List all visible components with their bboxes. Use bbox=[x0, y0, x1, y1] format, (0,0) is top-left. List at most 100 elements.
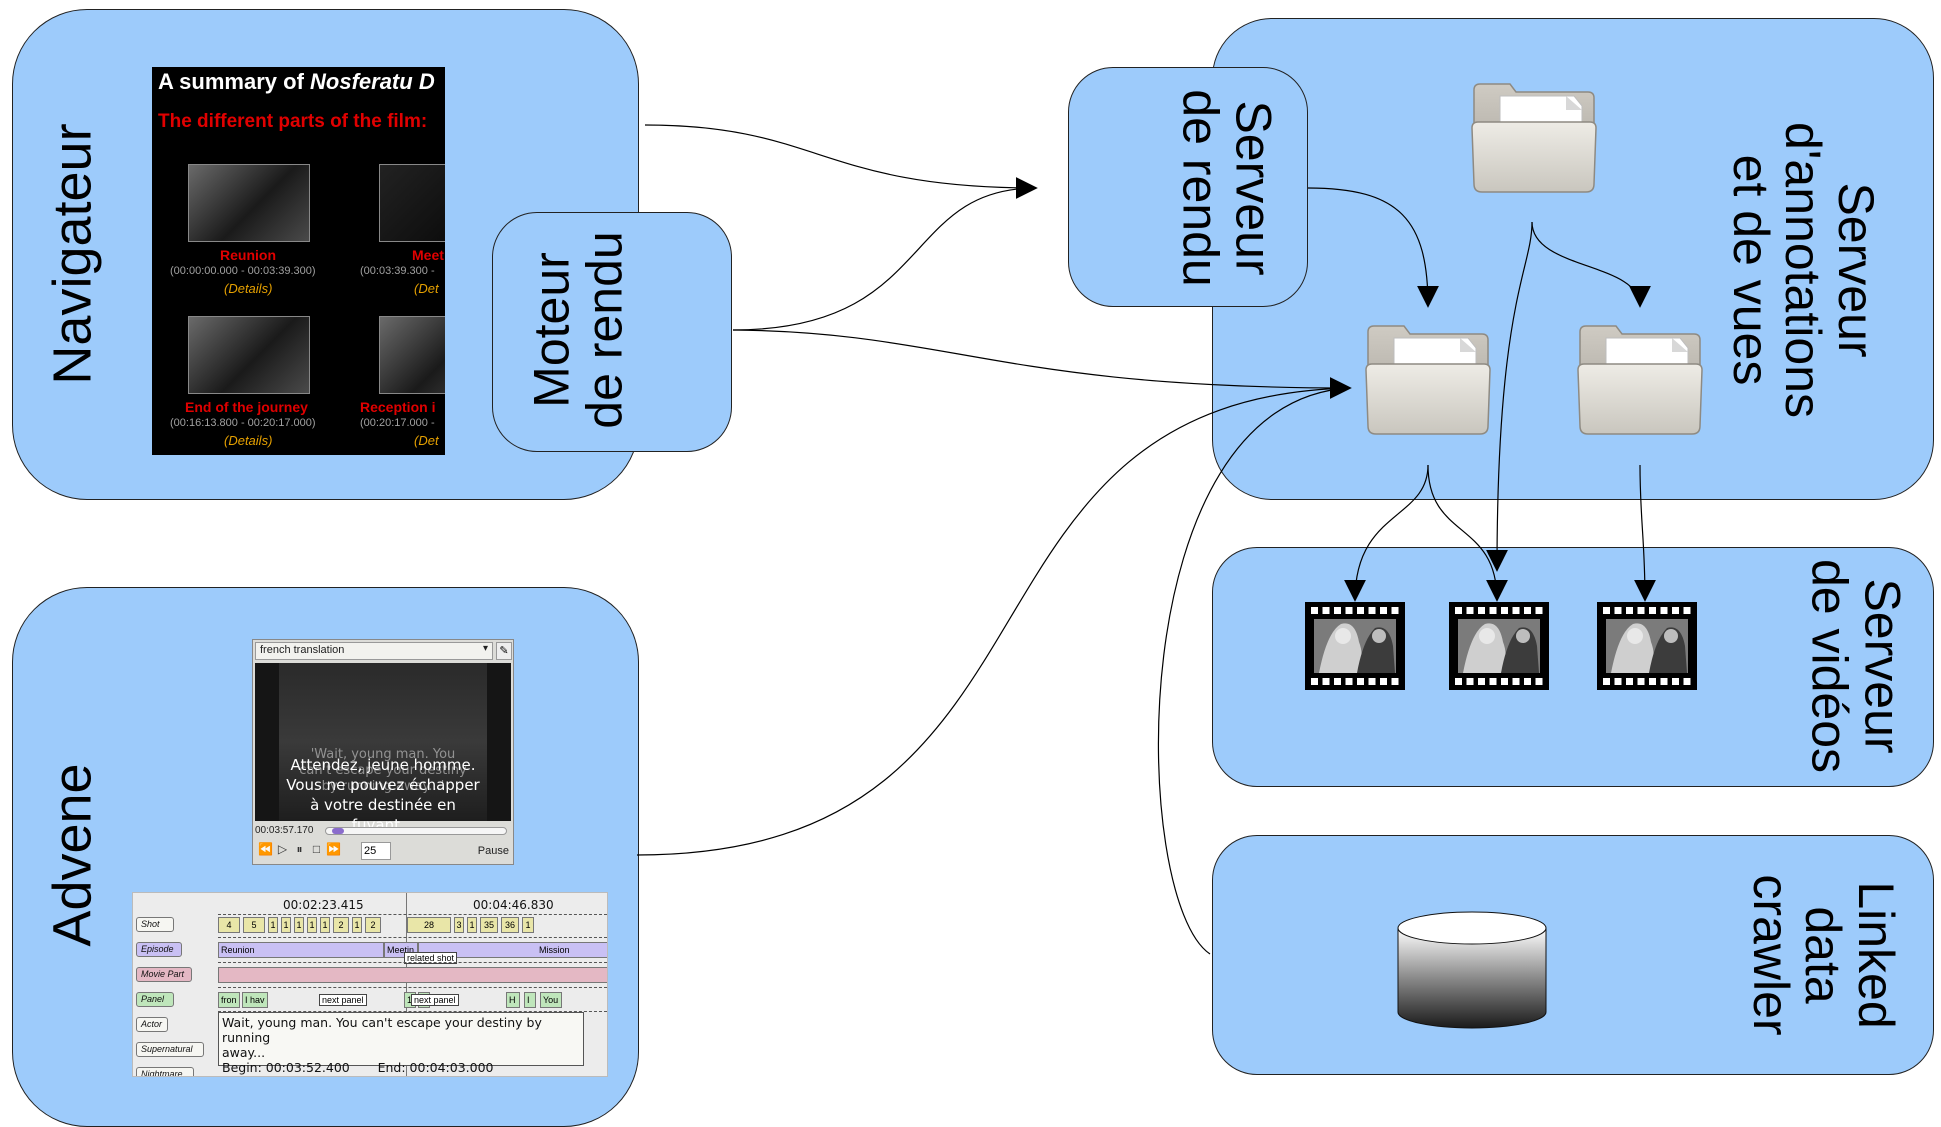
film-sprocket bbox=[1603, 607, 1610, 614]
film-sprocket bbox=[1512, 607, 1520, 614]
episode-segment[interactable]: Reunion bbox=[218, 942, 384, 958]
pause-icon[interactable]: ⏸ bbox=[296, 842, 303, 856]
shot-segment[interactable]: 1 bbox=[320, 917, 330, 933]
film-sprocket bbox=[1334, 678, 1341, 685]
lane-separator bbox=[218, 914, 607, 915]
film-sprocket bbox=[1368, 607, 1376, 614]
type-nightmare[interactable]: Nightmare bbox=[136, 1067, 194, 1076]
thumbnail-end-of-journey[interactable] bbox=[188, 316, 310, 394]
thumbnail-reception[interactable] bbox=[379, 316, 445, 394]
stop-icon[interactable]: □ bbox=[312, 842, 321, 856]
panel-segment[interactable]: H bbox=[506, 992, 520, 1008]
shot-segment[interactable]: 1 bbox=[268, 917, 278, 933]
panel-segment[interactable]: I bbox=[524, 992, 536, 1008]
film-sprocket bbox=[1357, 607, 1364, 614]
panel-segment[interactable]: fron bbox=[218, 992, 240, 1008]
part-time: (00:16:13.800 - 00:20:17.000) bbox=[170, 417, 316, 429]
type-shot[interactable]: Shot bbox=[136, 917, 174, 932]
frame-step-spinner[interactable]: 25 bbox=[361, 842, 391, 860]
panel-segment[interactable]: You bbox=[540, 992, 562, 1008]
slider-knob[interactable] bbox=[332, 828, 344, 834]
play-icon[interactable]: ▷ bbox=[277, 842, 288, 856]
shot-segment[interactable]: 1 bbox=[467, 917, 477, 933]
arrow-folder-to-video1 bbox=[1344, 464, 1429, 602]
arrow-navigateur-to-serveur-rendu bbox=[644, 124, 1038, 199]
shot-segment[interactable]: 28 bbox=[407, 917, 451, 933]
moteur-de-rendu-box bbox=[492, 212, 732, 452]
episode-segment[interactable]: Mission bbox=[418, 942, 607, 958]
film-sprocket bbox=[1380, 678, 1387, 685]
timeline-cursor[interactable] bbox=[406, 893, 407, 1076]
film-sprocket bbox=[1535, 607, 1543, 614]
film-sprocket bbox=[1455, 678, 1462, 685]
arrow-folder-to-video2 bbox=[1486, 221, 1533, 572]
film-sprocket bbox=[1334, 607, 1341, 614]
film-sprocket bbox=[1524, 607, 1531, 614]
shot-segment[interactable]: 1 bbox=[307, 917, 317, 933]
annotation-tooltip: Wait, young man. You can't escape your d… bbox=[218, 1012, 584, 1075]
shot-segment[interactable]: 2 bbox=[365, 917, 381, 933]
film-sprocket bbox=[1380, 607, 1387, 614]
lane-episode: Reunion Meetin Mission bbox=[218, 942, 607, 960]
type-actor[interactable]: Actor bbox=[136, 1017, 168, 1032]
part-details-link[interactable]: (Details) bbox=[224, 281, 273, 296]
annotation-type-dropdown[interactable]: french translation▾ bbox=[255, 642, 493, 660]
film-sprocket bbox=[1626, 607, 1633, 614]
part-name[interactable]: Reception i bbox=[360, 399, 436, 415]
shot-segment[interactable]: 3 bbox=[454, 917, 464, 933]
type-episode[interactable]: Episode bbox=[136, 942, 182, 957]
shot-segment[interactable]: 2 bbox=[333, 917, 349, 933]
movie-part-segment[interactable] bbox=[218, 967, 607, 983]
shot-segment[interactable]: 35 bbox=[480, 917, 498, 933]
lane-separator bbox=[218, 937, 607, 938]
film-sprocket bbox=[1683, 678, 1691, 685]
lane-separator bbox=[218, 987, 607, 988]
film-sprocket bbox=[1368, 678, 1376, 685]
film-sprocket bbox=[1489, 678, 1497, 685]
arrow-folder-to-folder bbox=[1531, 221, 1651, 308]
shot-segment[interactable]: 5 bbox=[243, 917, 265, 933]
part-name[interactable]: Meet bbox=[412, 247, 444, 263]
film-sprocket bbox=[1345, 678, 1353, 685]
advene-label: Advene bbox=[42, 763, 103, 947]
page-title: A summary of Nosferatu D bbox=[158, 69, 435, 94]
forward-icon[interactable]: ⏩ bbox=[326, 842, 341, 856]
shot-segment[interactable]: 1 bbox=[294, 917, 304, 933]
timestamp-marker: 00:04:46.830 bbox=[473, 898, 554, 912]
panel-segment[interactable]: I hav bbox=[242, 992, 268, 1008]
timestamp-marker: 00:02:23.415 bbox=[283, 898, 364, 912]
arrow-crawler-to-folder bbox=[1157, 387, 1351, 955]
rewind-icon[interactable]: ⏪ bbox=[258, 842, 273, 856]
shot-segment[interactable]: 4 bbox=[218, 917, 240, 933]
part-details-link[interactable]: (Det bbox=[414, 281, 439, 296]
part-name[interactable]: Reunion bbox=[220, 247, 276, 263]
thumbnail-reunion[interactable] bbox=[188, 164, 310, 242]
shot-segment[interactable]: 1 bbox=[281, 917, 291, 933]
navigator-screenshot: A summary of Nosferatu D The different p… bbox=[152, 67, 445, 455]
time-display: 00:03:57.170 bbox=[255, 825, 314, 836]
thumbnail-meeting[interactable] bbox=[379, 164, 445, 242]
shot-segment[interactable]: 1 bbox=[522, 917, 534, 933]
type-movie-part[interactable]: Movie Part bbox=[136, 967, 192, 982]
position-slider[interactable] bbox=[325, 827, 507, 835]
folder-icon bbox=[1471, 83, 1597, 193]
arrow-folder-to-video3 bbox=[1633, 464, 1656, 602]
film-sprocket bbox=[1391, 607, 1399, 614]
shot-segment[interactable]: 1 bbox=[352, 917, 362, 933]
type-panel[interactable]: Panel bbox=[136, 992, 174, 1007]
film-sprocket bbox=[1501, 607, 1508, 614]
shot-segment[interactable]: 36 bbox=[501, 917, 519, 933]
film-sprocket bbox=[1649, 678, 1656, 685]
part-details-link[interactable]: (Det bbox=[414, 433, 439, 448]
part-details-link[interactable]: (Details) bbox=[224, 433, 273, 448]
part-name[interactable]: End of the journey bbox=[185, 399, 308, 415]
type-supernatural[interactable]: Supernatural bbox=[136, 1042, 204, 1057]
part-time: (00:20:17.000 - bbox=[360, 417, 435, 429]
film-sprocket bbox=[1478, 678, 1485, 685]
video-image bbox=[279, 663, 487, 821]
edit-icon[interactable]: ✎ bbox=[496, 642, 512, 660]
